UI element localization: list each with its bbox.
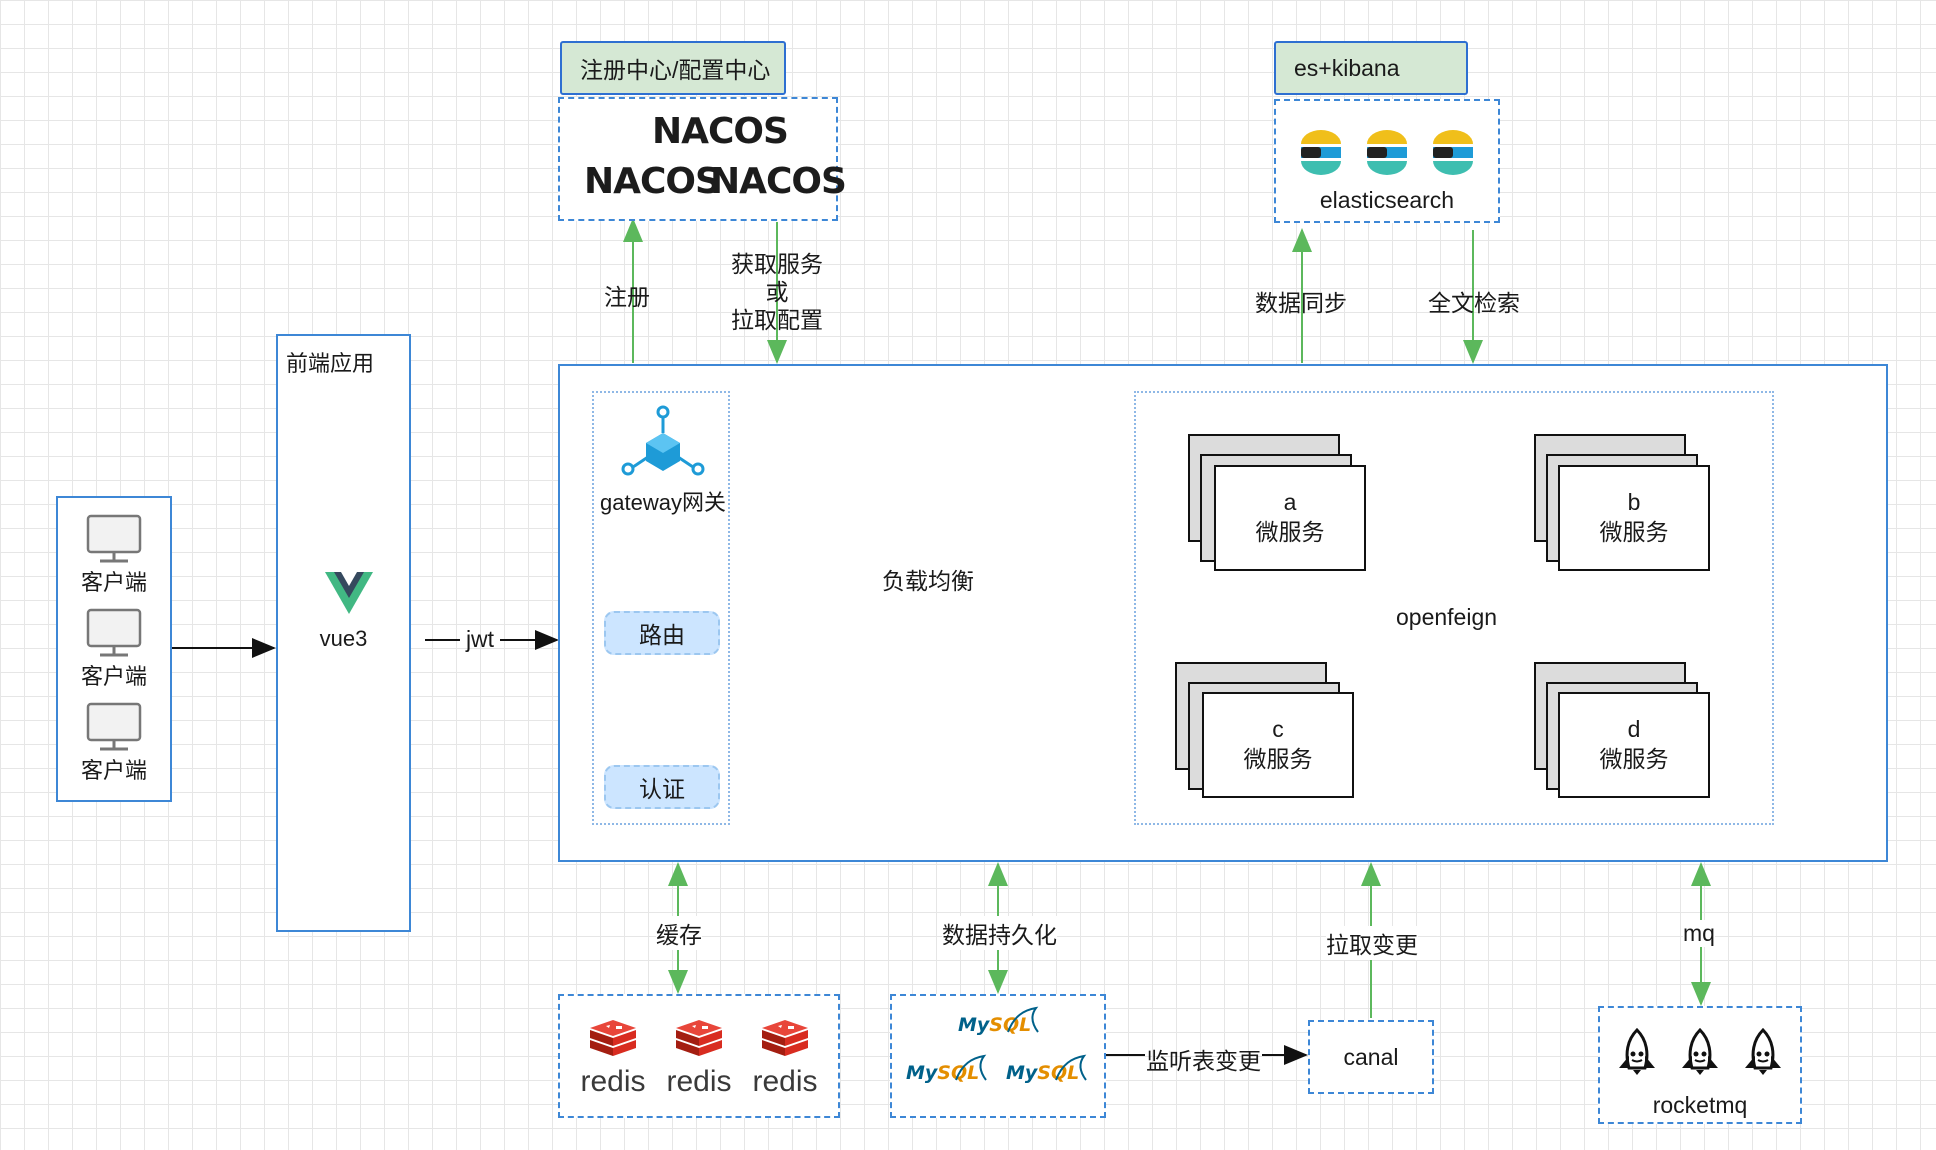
vue-logo-icon [325, 572, 373, 614]
rocket-icon [1681, 1028, 1718, 1075]
rocketmq-label: rocketmq [1652, 1092, 1748, 1118]
elasticsearch-icon [1367, 130, 1407, 175]
client-label: 客户端 [80, 664, 147, 689]
data-sync-label: 数据同步 [1255, 290, 1347, 316]
client-item: 客户端 [58, 702, 170, 785]
redis-label: redis [666, 1065, 732, 1098]
dolphin-icon [955, 1054, 987, 1081]
redis-cube-icon [676, 1020, 722, 1056]
elasticsearch-icon [1433, 130, 1473, 175]
redis-item: redis [666, 1018, 732, 1099]
rocket-icon [1744, 1028, 1781, 1075]
cache-label: 缓存 [656, 916, 702, 950]
register-label: 注册 [604, 284, 650, 310]
redis-item: redis [580, 1018, 646, 1099]
client-item: 客户端 [58, 608, 170, 691]
persistence-label: 数据持久化 [942, 916, 1057, 950]
elastic-box: elasticsearch [1274, 99, 1500, 223]
redis-cube-icon [590, 1020, 636, 1056]
auth-pill: 认证 [604, 765, 720, 809]
pull-changes-label: 拉取变更 [1326, 926, 1418, 960]
elastic-label: elasticsearch [1319, 187, 1455, 213]
fulltext-label: 全文检索 [1428, 290, 1520, 316]
mq-label: mq [1683, 920, 1715, 947]
nacos-logo-3: NACOS [710, 161, 847, 202]
client-item: 客户端 [58, 514, 170, 597]
rocket-icon [1619, 1028, 1656, 1075]
frontend-framework: vue3 [319, 626, 368, 651]
openfeign-label: openfeign [1394, 604, 1500, 631]
load-balance-label: 负载均衡 [882, 568, 974, 594]
redis-item: redis [752, 1018, 818, 1099]
routing-pill: 路由 [604, 611, 720, 655]
redis-label: redis [580, 1065, 646, 1098]
fetch-label: 获取服务 或 拉取配置 [731, 251, 823, 334]
client-label: 客户端 [80, 758, 147, 783]
monitor-icon [86, 608, 142, 657]
clients-group: 客户端客户端客户端 [56, 496, 172, 802]
elasticsearch-icon [1301, 130, 1341, 175]
mysql-box: MySQL MySQL MySQL [890, 994, 1106, 1118]
monitor-icon [86, 702, 142, 751]
rocketmq-box: rocketmq [1598, 1006, 1802, 1124]
nacos-tag: 注册中心/配置中心 [560, 41, 786, 95]
redis-box: redis redis redis [558, 994, 840, 1118]
frontend-app: 前端应用 vue3 [276, 334, 411, 932]
nacos-logo-1: NACOS [652, 111, 789, 152]
nacos-logo-2: NACOS [584, 161, 721, 202]
redis-cube-icon [762, 1020, 808, 1056]
jwt-label: jwt [465, 626, 495, 652]
gateway-icon [621, 405, 705, 476]
monitor-icon [86, 514, 142, 563]
gateway-label: gateway网关 [600, 490, 726, 515]
frontend-title: 前端应用 [286, 351, 375, 376]
canal-box: canal [1308, 1020, 1434, 1094]
elastic-tag: es+kibana [1274, 41, 1468, 95]
redis-label: redis [752, 1065, 818, 1098]
dolphin-icon [1055, 1054, 1087, 1081]
client-label: 客户端 [80, 570, 147, 595]
gateway-box: gateway网关 路由 认证 [592, 391, 730, 825]
dolphin-icon [1007, 1006, 1039, 1033]
nacos-box: NACOS NACOS NACOS [558, 97, 847, 221]
mysql-logo-3: MySQL [1006, 1062, 1080, 1084]
listen-label: 监听表变更 [1146, 1048, 1261, 1074]
